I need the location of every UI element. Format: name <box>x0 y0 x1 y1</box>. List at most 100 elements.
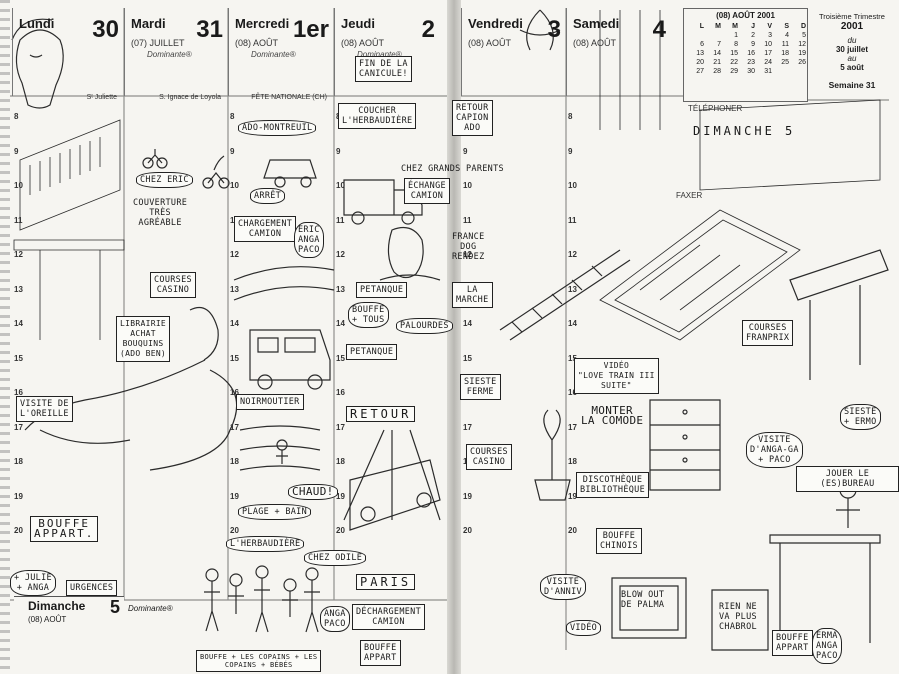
note-retour: RETOUR <box>346 406 416 422</box>
hour-label: 10 <box>230 181 239 190</box>
dominante-label: Dominante® <box>357 50 402 59</box>
desk-drawing <box>769 481 881 643</box>
quarter-year: 2001 <box>840 21 864 32</box>
note-courses-casino-2: COURSES CASINO <box>466 444 512 470</box>
day-month: (08) AOÛT <box>235 38 279 48</box>
hour-label: 9 <box>230 146 235 156</box>
calendar-day-cell: 18 <box>781 50 789 57</box>
note-dechargement: DÉCHARGEMENT CAMION <box>352 604 426 630</box>
calendar-day-cell: 29 <box>730 68 738 75</box>
saint-name: Sᵗ Juliette <box>86 94 117 101</box>
calendar-day-cell: 11 <box>781 41 789 48</box>
note-chez-odile: CHEZ ODILE <box>304 550 367 566</box>
note-jouer-bureau: JOUER LE (ES)BUREAU <box>796 466 899 492</box>
note-video: VIDÉO <box>566 620 602 636</box>
calendar-day-cell: 19 <box>798 50 806 57</box>
day-header-mercredi: Mercredi 1er (08) AOÛT Dominante® FÊTE N… <box>228 8 335 101</box>
note-monter-commode: MONTER LA COMODE <box>581 404 644 427</box>
hour-label: 12 <box>230 250 239 259</box>
day-number: 3 <box>547 16 561 43</box>
calendar-day-cell: 22 <box>730 59 738 66</box>
note-bouffe-chinois: BOUFFE CHINOIS <box>596 528 642 554</box>
calendar-day-cell: 17 <box>764 50 772 57</box>
day-name: Mercredi <box>235 16 290 31</box>
hour-label: 9 <box>463 146 468 156</box>
hour-label: 15 <box>336 353 345 363</box>
dimanche-5-heading: DIMANCHE 5 <box>693 124 796 138</box>
bookshelf-drawing <box>13 119 125 340</box>
quarter-info: Troisième Trimestre 2001 du 30 juillet a… <box>810 12 894 90</box>
hour-label: 19 <box>336 491 345 501</box>
hour-label: 17 <box>230 422 239 432</box>
hour-label: 20 <box>463 526 472 535</box>
cyclists-drawing <box>142 149 230 189</box>
note-palourdes: PALOURDES <box>396 318 453 334</box>
hour-label: 17 <box>568 422 577 432</box>
calendar-day-cell <box>790 67 806 76</box>
beach-swimmers-drawing <box>239 425 321 471</box>
calendar-day-cell <box>773 67 789 76</box>
hour-label: 11 <box>14 215 23 225</box>
sunday-month: (08) AOÛT <box>28 615 67 624</box>
hour-label: 9 <box>568 146 573 156</box>
hour-label: 13 <box>336 284 345 294</box>
day-name: Jeudi <box>341 16 375 31</box>
hour-label: 8 <box>14 112 19 121</box>
mini-calendar-title: (08) AOÛT 2001 <box>716 11 775 20</box>
hour-label: 11 <box>336 215 345 225</box>
van-drawing-1 <box>249 329 331 390</box>
calendar-weekday-header: V <box>767 23 772 30</box>
saint-name: FÊTE NATIONALE (CH) <box>251 94 327 101</box>
calendar-day-cell: 12 <box>798 41 806 48</box>
calendar-weekday-header: D <box>800 23 806 30</box>
faxer-label: FAXER <box>676 191 703 200</box>
hour-label: 15 <box>14 353 23 363</box>
note-petanque: PETANQUE <box>356 282 408 298</box>
hour-label: 13 <box>230 284 239 294</box>
note-sieste-2: SIESTE + ERMO <box>840 404 881 430</box>
hour-label: 10 <box>463 181 472 190</box>
calendar-day-cell: 27 <box>696 68 704 75</box>
note-couverture: COUVERTURE TRÈS AGRÉABLE <box>133 198 188 228</box>
calendar-day-cell: 2 <box>751 32 755 39</box>
note-eric-anga-paco: ERIC ANGA PACO <box>294 222 324 258</box>
calendar-day-cell: 16 <box>747 50 755 57</box>
hour-label: 10 <box>14 181 23 190</box>
note-video-love-train: VIDÉO "LOVE TRAIN III SUITE" <box>574 358 659 394</box>
television-drawing-1 <box>611 577 687 639</box>
note-bouffe-copains: BOUFFE + LES COPAINS + LES COPAINS + BÉB… <box>196 650 322 672</box>
note-ado-montreuil: ADO-MONTREUIL <box>238 120 317 136</box>
hour-label: 18 <box>230 457 239 466</box>
note-chargement: CHARGEMENT CAMION <box>234 216 297 242</box>
note-noirmoutier: NOIRMOUTIER <box>236 394 304 410</box>
note-courses-franprix: COURSES FRANPRIX <box>742 320 794 346</box>
quarter-from: du <box>847 36 857 45</box>
calendar-day-cell: 24 <box>764 59 772 66</box>
hour-label: 13 <box>568 284 577 294</box>
note-bouffe-appart-3: BOUFFE APPART <box>772 630 813 656</box>
hour-label: 14 <box>14 319 23 328</box>
note-chez-grands-parents: CHEZ GRANDS PARENTS <box>401 164 504 174</box>
hour-label: 9 <box>14 146 19 156</box>
note-visite-oreille: VISITE DE L'OREILLE <box>16 396 73 422</box>
note-visite-anniv: VISITE D'ANNIV <box>540 574 586 600</box>
calendar-weekday-header: L <box>699 23 704 30</box>
sunday-dominante: Dominante® <box>128 604 173 613</box>
hour-label: 12 <box>568 250 577 259</box>
hour-label: 18 <box>336 457 345 466</box>
note-librairie: LIBRAIRIE ACHAT BOUQUINS (ADO BEN) <box>116 316 171 362</box>
quarter-label: Troisième Trimestre <box>819 12 885 21</box>
calendar-day-cell: 10 <box>764 41 772 48</box>
quarter-from-date: 30 juillet <box>835 45 868 54</box>
day-header-vendredi: Vendredi 3 (08) AOÛT <box>461 8 567 96</box>
saint-name: S. Ignace de Loyola <box>159 94 221 101</box>
calendar-weekday-header: S <box>784 23 789 30</box>
window-frame-drawing <box>599 10 881 191</box>
calendar-day-cell: 8 <box>734 41 738 48</box>
hour-label: 17 <box>336 422 345 432</box>
hour-label: 8 <box>230 112 235 121</box>
calendar-day-cell: 28 <box>713 68 721 75</box>
